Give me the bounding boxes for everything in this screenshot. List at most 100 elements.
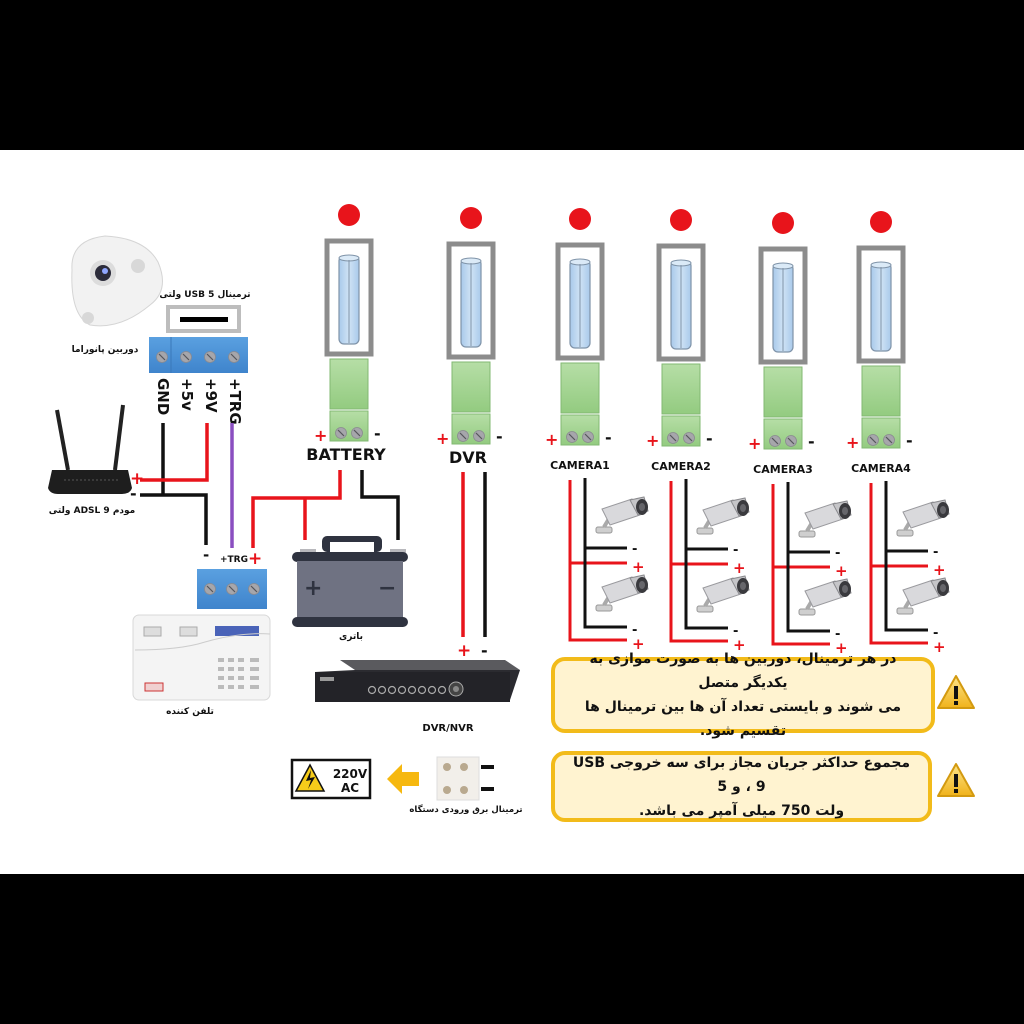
ac-type-label: AC <box>341 781 359 795</box>
terminal-block <box>329 410 369 442</box>
terminal-cover <box>861 365 901 417</box>
status-led-icon <box>670 209 692 231</box>
battery-caption: باتری <box>339 632 363 642</box>
adsl-modem <box>48 404 132 494</box>
terminal-minus-label: - <box>605 428 612 447</box>
camera-minus-label: - <box>933 626 938 641</box>
status-led-icon <box>338 204 360 226</box>
ac-voltage-label: 220V <box>333 767 368 781</box>
output-channels: +-BATTERY+-DVR+-CAMERA1-+-++-CAMERA2-+-+… <box>306 204 951 657</box>
output-label: CAMERA2 <box>651 460 711 473</box>
terminal-plus-label: + <box>846 433 859 452</box>
terminal-cover <box>451 361 491 413</box>
dialer-terminal-block <box>197 569 267 609</box>
status-led-icon <box>460 207 482 229</box>
status-led-icon <box>772 212 794 234</box>
camera-plus-label: + <box>733 559 746 577</box>
dvr-nvr-caption: DVR/NVR <box>422 723 474 734</box>
terminal-plus-label: + <box>436 429 449 448</box>
battery-minus-symbol: − <box>378 576 396 601</box>
terminal-minus-label: - <box>808 432 815 451</box>
terminal-block <box>763 418 803 450</box>
ac-input-terminal <box>436 756 494 801</box>
usb-port <box>166 305 241 333</box>
camera-branch-wiring <box>568 478 627 642</box>
modem-minus-label: - <box>130 484 137 503</box>
output-channel-camera1: +-CAMERA1-+-+ <box>545 208 650 653</box>
warning-icon <box>937 763 975 797</box>
camera-plus-label: + <box>835 562 848 580</box>
pin-label-9v: +9V <box>202 378 220 413</box>
terminal-minus-label: - <box>906 431 913 450</box>
pin-label-gnd: GND <box>154 378 172 415</box>
output-channel-battery: + - BATTERY <box>306 204 386 464</box>
dialer-caption: تلفن کننده <box>166 707 214 717</box>
panorama-camera <box>71 235 163 327</box>
output-label: CAMERA1 <box>550 459 610 472</box>
terminal-cover <box>763 366 803 418</box>
cctv-camera-icon <box>895 498 951 538</box>
dialer-pin-trg: +TRG <box>220 555 248 565</box>
high-voltage-warning-sign <box>290 758 372 800</box>
arrow-left-icon <box>387 764 419 794</box>
camera-plus-label: + <box>933 561 946 579</box>
power-terminal-block <box>149 337 248 373</box>
terminal-block <box>661 415 701 447</box>
cctv-camera-icon <box>797 499 853 539</box>
camera-branch-wiring <box>669 479 728 643</box>
camera-branch-wiring <box>869 481 928 645</box>
output-label: BATTERY <box>306 445 386 464</box>
output-label: CAMERA4 <box>851 462 911 475</box>
camera-plus-label: + <box>632 635 645 653</box>
note-1-line-1: در هر ترمینال، دوربین ها به صورت موازی ب… <box>589 651 897 691</box>
camera-plus-label: + <box>632 558 645 576</box>
note-2-line-1: مجموع حداکثر جریان مجاز برای سه خروجی US… <box>572 754 911 795</box>
status-led-icon <box>569 208 591 230</box>
terminal-plus-label: + <box>545 430 558 449</box>
battery-plus-symbol: + <box>304 576 322 601</box>
camera-plus-label: + <box>835 639 848 657</box>
cctv-camera-icon <box>895 576 951 616</box>
cctv-camera-icon <box>594 495 650 535</box>
note-max-current: مجموع حداکثر جریان مجاز برای سه خروجی US… <box>551 751 932 822</box>
panorama-camera-caption: دوربین پانوراما <box>72 345 139 355</box>
output-label: DVR <box>449 448 487 467</box>
terminal-cover <box>560 362 600 414</box>
usb-terminal-label: ترمینال USB 5 ولتی <box>159 290 250 300</box>
note-1-line-2: می شوند و بایستی تعداد آن ها بین ترمینال… <box>584 699 902 739</box>
battery-icon <box>292 536 408 627</box>
cctv-camera-icon <box>695 496 751 536</box>
cctv-camera-icon <box>695 574 751 614</box>
ac-terminal-caption: ترمینال برق ورودی دستگاه <box>409 804 522 815</box>
cctv-camera-icon <box>594 573 650 613</box>
note-2-line-2: ولت 750 میلی آمپر می باشد. <box>638 802 845 819</box>
wires-modem <box>140 423 400 548</box>
modem-caption: مودم ADSL 9 ولتی <box>49 506 136 516</box>
telephone-dialer <box>132 614 271 701</box>
terminal-block <box>861 417 901 449</box>
pin-label-5v: +5v <box>178 378 196 411</box>
terminal-plus-label: + <box>646 431 659 450</box>
output-channel-camera4: +-CAMERA4-+-+ <box>846 211 951 656</box>
dialer-pin-plus: + <box>248 549 262 569</box>
camera-plus-label: + <box>933 638 946 656</box>
pin-label-trg: +TRG <box>226 378 244 425</box>
dvr-nvr-device <box>315 660 520 702</box>
camera-minus-label: - <box>933 545 938 560</box>
dvr-plus-label: + <box>457 641 471 661</box>
output-channel-camera3: +-CAMERA3-+-+ <box>748 212 853 657</box>
camera-minus-label: - <box>733 543 738 558</box>
terminal-minus-label: - <box>374 424 381 443</box>
output-label: CAMERA3 <box>753 463 813 476</box>
camera-minus-label: - <box>835 627 840 642</box>
terminal-minus-label: - <box>706 429 713 448</box>
terminal-block <box>560 414 600 446</box>
dvr-minus-label: - <box>481 641 488 660</box>
note-parallel-cameras: در هر ترمینال، دوربین ها به صورت موازی ب… <box>551 651 935 739</box>
terminal-block <box>451 413 491 445</box>
dialer-pin-minus: - <box>203 546 209 564</box>
terminal-plus-label: + <box>314 426 327 445</box>
warning-icon <box>937 675 975 709</box>
modem-plus-label: + <box>130 469 144 489</box>
